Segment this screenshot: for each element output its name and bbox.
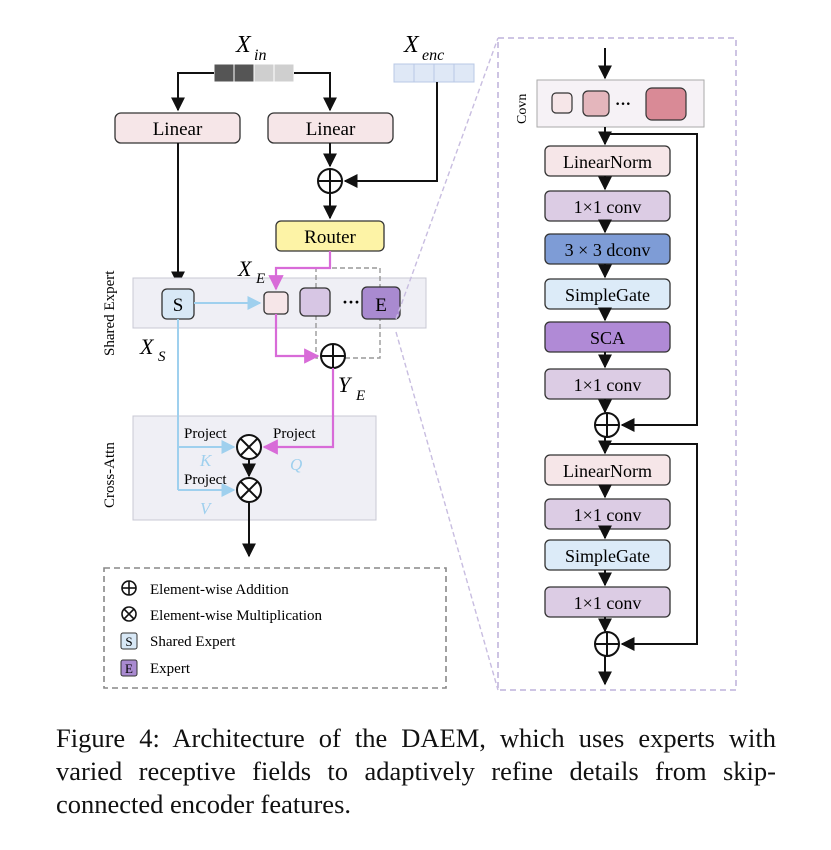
expert-ellipsis: ··· <box>342 292 360 312</box>
block-conv1x1-1-label: 1×1 conv <box>574 197 642 217</box>
router-label: Router <box>304 227 356 248</box>
mul-operator-v <box>236 477 262 503</box>
expert-badge-label: E <box>375 295 387 316</box>
legend-expert-label: Expert <box>150 661 191 677</box>
legend-mul-label: Element-wise Multiplication <box>150 608 323 624</box>
block-conv1x1-4 <box>544 586 671 618</box>
x-s-label: X <box>139 334 155 359</box>
block-linearnorm-2-label: LinearNorm <box>563 461 652 481</box>
covn-kernel-large <box>645 87 687 121</box>
project-k-label: Project <box>184 426 227 442</box>
daem-architecture-diagram: X in X enc Linear Linear Router Shared E… <box>102 32 737 691</box>
covn-kernel-medium <box>582 90 610 117</box>
block-sca <box>544 321 671 353</box>
figure-caption: Figure 4: Architecture of the DAEM, whic… <box>56 723 776 819</box>
legend-add-icon <box>121 580 137 596</box>
legend-expert-icon <box>120 659 138 677</box>
y-e-subscript: E <box>355 388 365 404</box>
covn-ellipsis: ··· <box>615 96 631 113</box>
block-conv1x1-4-label: 1×1 conv <box>574 593 642 613</box>
legend-expert-icon-letter: E <box>125 661 133 676</box>
x-enc-label: X <box>403 32 420 58</box>
add-operator-top <box>317 168 343 194</box>
block-conv1x1-3-label: 1×1 conv <box>574 505 642 525</box>
x-in-subscript: in <box>254 47 266 64</box>
block-dconv3x3 <box>544 233 671 265</box>
legend-shared-label: Shared Expert <box>150 634 236 650</box>
expert-small <box>263 291 289 315</box>
project-q-label: Project <box>273 426 316 442</box>
block-linearnorm-1 <box>544 145 671 177</box>
project-v-label: Project <box>184 472 227 488</box>
block-simplegate-2-label: SimpleGate <box>565 546 650 566</box>
add-operator-residual-1 <box>594 412 620 438</box>
covn-label: Covn <box>515 94 530 124</box>
v-label: V <box>200 499 213 518</box>
cross-attn-section-label: Cross-Attn <box>102 442 118 508</box>
linear-right-label: Linear <box>306 119 356 140</box>
x-e-label: X <box>237 256 253 281</box>
expert-medium <box>299 287 331 317</box>
shared-expert-badge-label: S <box>173 295 184 316</box>
cross-attn-panel <box>132 415 377 521</box>
block-simplegate-1-label: SimpleGate <box>565 285 650 305</box>
linear-left-label: Linear <box>153 119 203 140</box>
shared-expert-section-label: Shared Expert <box>102 270 118 356</box>
block-sca-label: SCA <box>590 328 625 348</box>
expert-detail-panel <box>497 37 737 691</box>
x-enc-subscript: enc <box>422 47 444 64</box>
legend-shared-icon <box>120 632 138 650</box>
covn-kernel-small <box>551 92 573 114</box>
mul-operator-qk <box>236 434 262 460</box>
x-enc-input: X enc <box>393 32 475 83</box>
x-in-input: X in <box>213 32 295 83</box>
zoom-connector-top <box>395 37 499 320</box>
x-in-label: X <box>235 32 252 58</box>
add-operator-expert <box>320 343 346 369</box>
zoom-connector-bottom <box>395 331 499 691</box>
legend-shared-icon-letter: S <box>125 634 132 649</box>
add-operator-residual-2 <box>594 631 620 657</box>
legend-box <box>103 567 447 689</box>
block-simplegate-2 <box>544 539 671 571</box>
block-dconv3x3-label: 3 × 3 dconv <box>565 240 651 260</box>
block-conv1x1-2 <box>544 368 671 400</box>
y-e-label: Y <box>338 372 353 397</box>
expert-large <box>361 286 401 320</box>
legend-mul-icon <box>121 606 137 622</box>
block-conv1x1-2-label: 1×1 conv <box>574 375 642 395</box>
x-e-subscript: E <box>255 271 265 287</box>
block-linearnorm-1-label: LinearNorm <box>563 152 652 172</box>
q-label: Q <box>290 455 302 474</box>
legend-add-label: Element-wise Addition <box>150 582 289 598</box>
x-s-subscript: S <box>158 349 166 365</box>
k-label: K <box>199 451 213 470</box>
